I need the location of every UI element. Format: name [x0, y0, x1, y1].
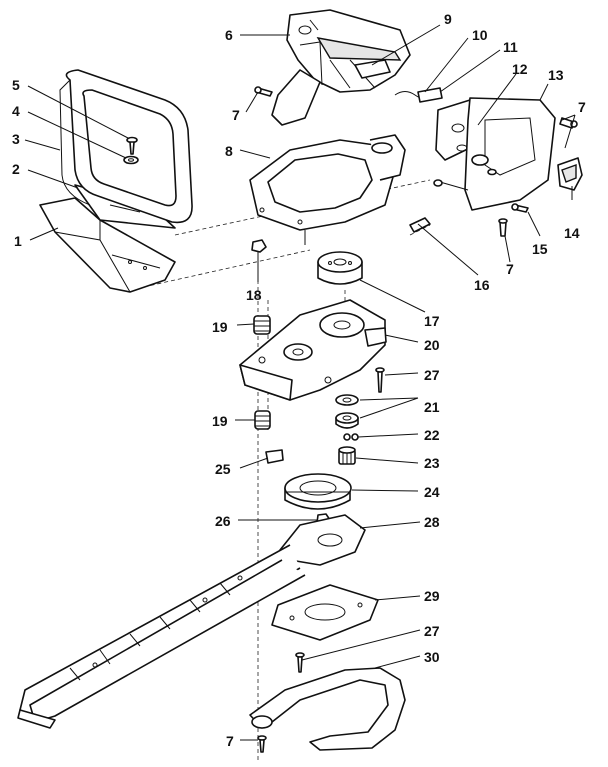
callout-13: 13 — [548, 67, 564, 83]
callout-14: 14 — [564, 225, 580, 241]
part-5-screw — [126, 136, 138, 155]
part-16-pin — [409, 179, 469, 233]
part-23-pinion — [338, 446, 356, 465]
callout-7-lower-right: 7 — [506, 261, 514, 277]
callout-4: 4 — [12, 103, 20, 119]
callout-6: 6 — [225, 27, 233, 43]
part-21-bearings — [335, 394, 359, 429]
part-28-blade-assembly — [17, 514, 366, 729]
callout-30: 30 — [424, 649, 440, 665]
part-7-screw-b — [559, 117, 578, 129]
part-29-cover-plate — [271, 584, 379, 641]
part-8-frame — [249, 134, 406, 245]
callout-19-lower: 19 — [212, 413, 228, 429]
callout-8: 8 — [225, 143, 233, 159]
part-7-screw-a — [254, 86, 273, 97]
callout-25: 25 — [215, 461, 231, 477]
callout-7-bottom: 7 — [226, 733, 234, 749]
part-9-clip — [354, 59, 391, 79]
callout-23: 23 — [424, 455, 440, 471]
callout-5: 5 — [12, 77, 20, 93]
callout-27-lower: 27 — [424, 623, 440, 639]
callout-21: 21 — [424, 399, 440, 415]
part-11-contact — [417, 87, 443, 103]
part-24-main-gear — [284, 473, 352, 510]
callout-27-upper: 27 — [424, 367, 440, 383]
part-19-spring-a — [253, 315, 271, 335]
callout-29: 29 — [424, 588, 440, 604]
part-3-loop-handle — [59, 69, 193, 224]
leader-lines — [24, 24, 576, 741]
part-18-nut — [251, 239, 267, 253]
part-30-support-bracket — [249, 667, 406, 751]
callout-labels: 1 2 3 4 5 6 7 7 7 7 8 9 10 11 12 13 14 1… — [12, 11, 586, 749]
callout-1: 1 — [14, 233, 22, 249]
part-17-cam — [317, 251, 363, 285]
callout-19-upper: 19 — [212, 319, 228, 335]
part-14-switch-button — [557, 157, 583, 191]
callout-24: 24 — [424, 484, 440, 500]
callout-15: 15 — [532, 241, 548, 257]
callout-2: 2 — [12, 161, 20, 177]
part-25-pin — [265, 449, 284, 464]
part-22-washer — [343, 433, 359, 441]
part-7-screw-d — [257, 735, 267, 753]
callout-17: 17 — [424, 313, 440, 329]
part-13-side-cover — [464, 97, 556, 211]
callout-12: 12 — [512, 61, 528, 77]
part-4-washer — [123, 155, 139, 165]
callout-28: 28 — [424, 514, 440, 530]
part-20-gear-housing — [239, 299, 387, 401]
callout-3: 3 — [12, 131, 20, 147]
callout-10: 10 — [472, 27, 488, 43]
part-1-base-bracket — [39, 197, 176, 293]
part-15-screw — [511, 203, 529, 213]
part-19-spring-b — [254, 410, 271, 430]
callout-20: 20 — [424, 337, 440, 353]
callout-26: 26 — [215, 513, 231, 529]
part-7-screw-c — [498, 218, 508, 237]
part-6-motor-housing — [271, 9, 411, 126]
callout-16: 16 — [474, 277, 490, 293]
callout-9: 9 — [444, 11, 452, 27]
callout-7-upper-left: 7 — [232, 107, 240, 123]
callout-11: 11 — [503, 39, 518, 55]
part-27-screw-b — [295, 652, 305, 673]
callout-22: 22 — [424, 427, 440, 443]
part-27-screw-a — [375, 367, 385, 393]
callout-18: 18 — [246, 287, 262, 303]
callout-7-right: 7 — [578, 99, 586, 115]
